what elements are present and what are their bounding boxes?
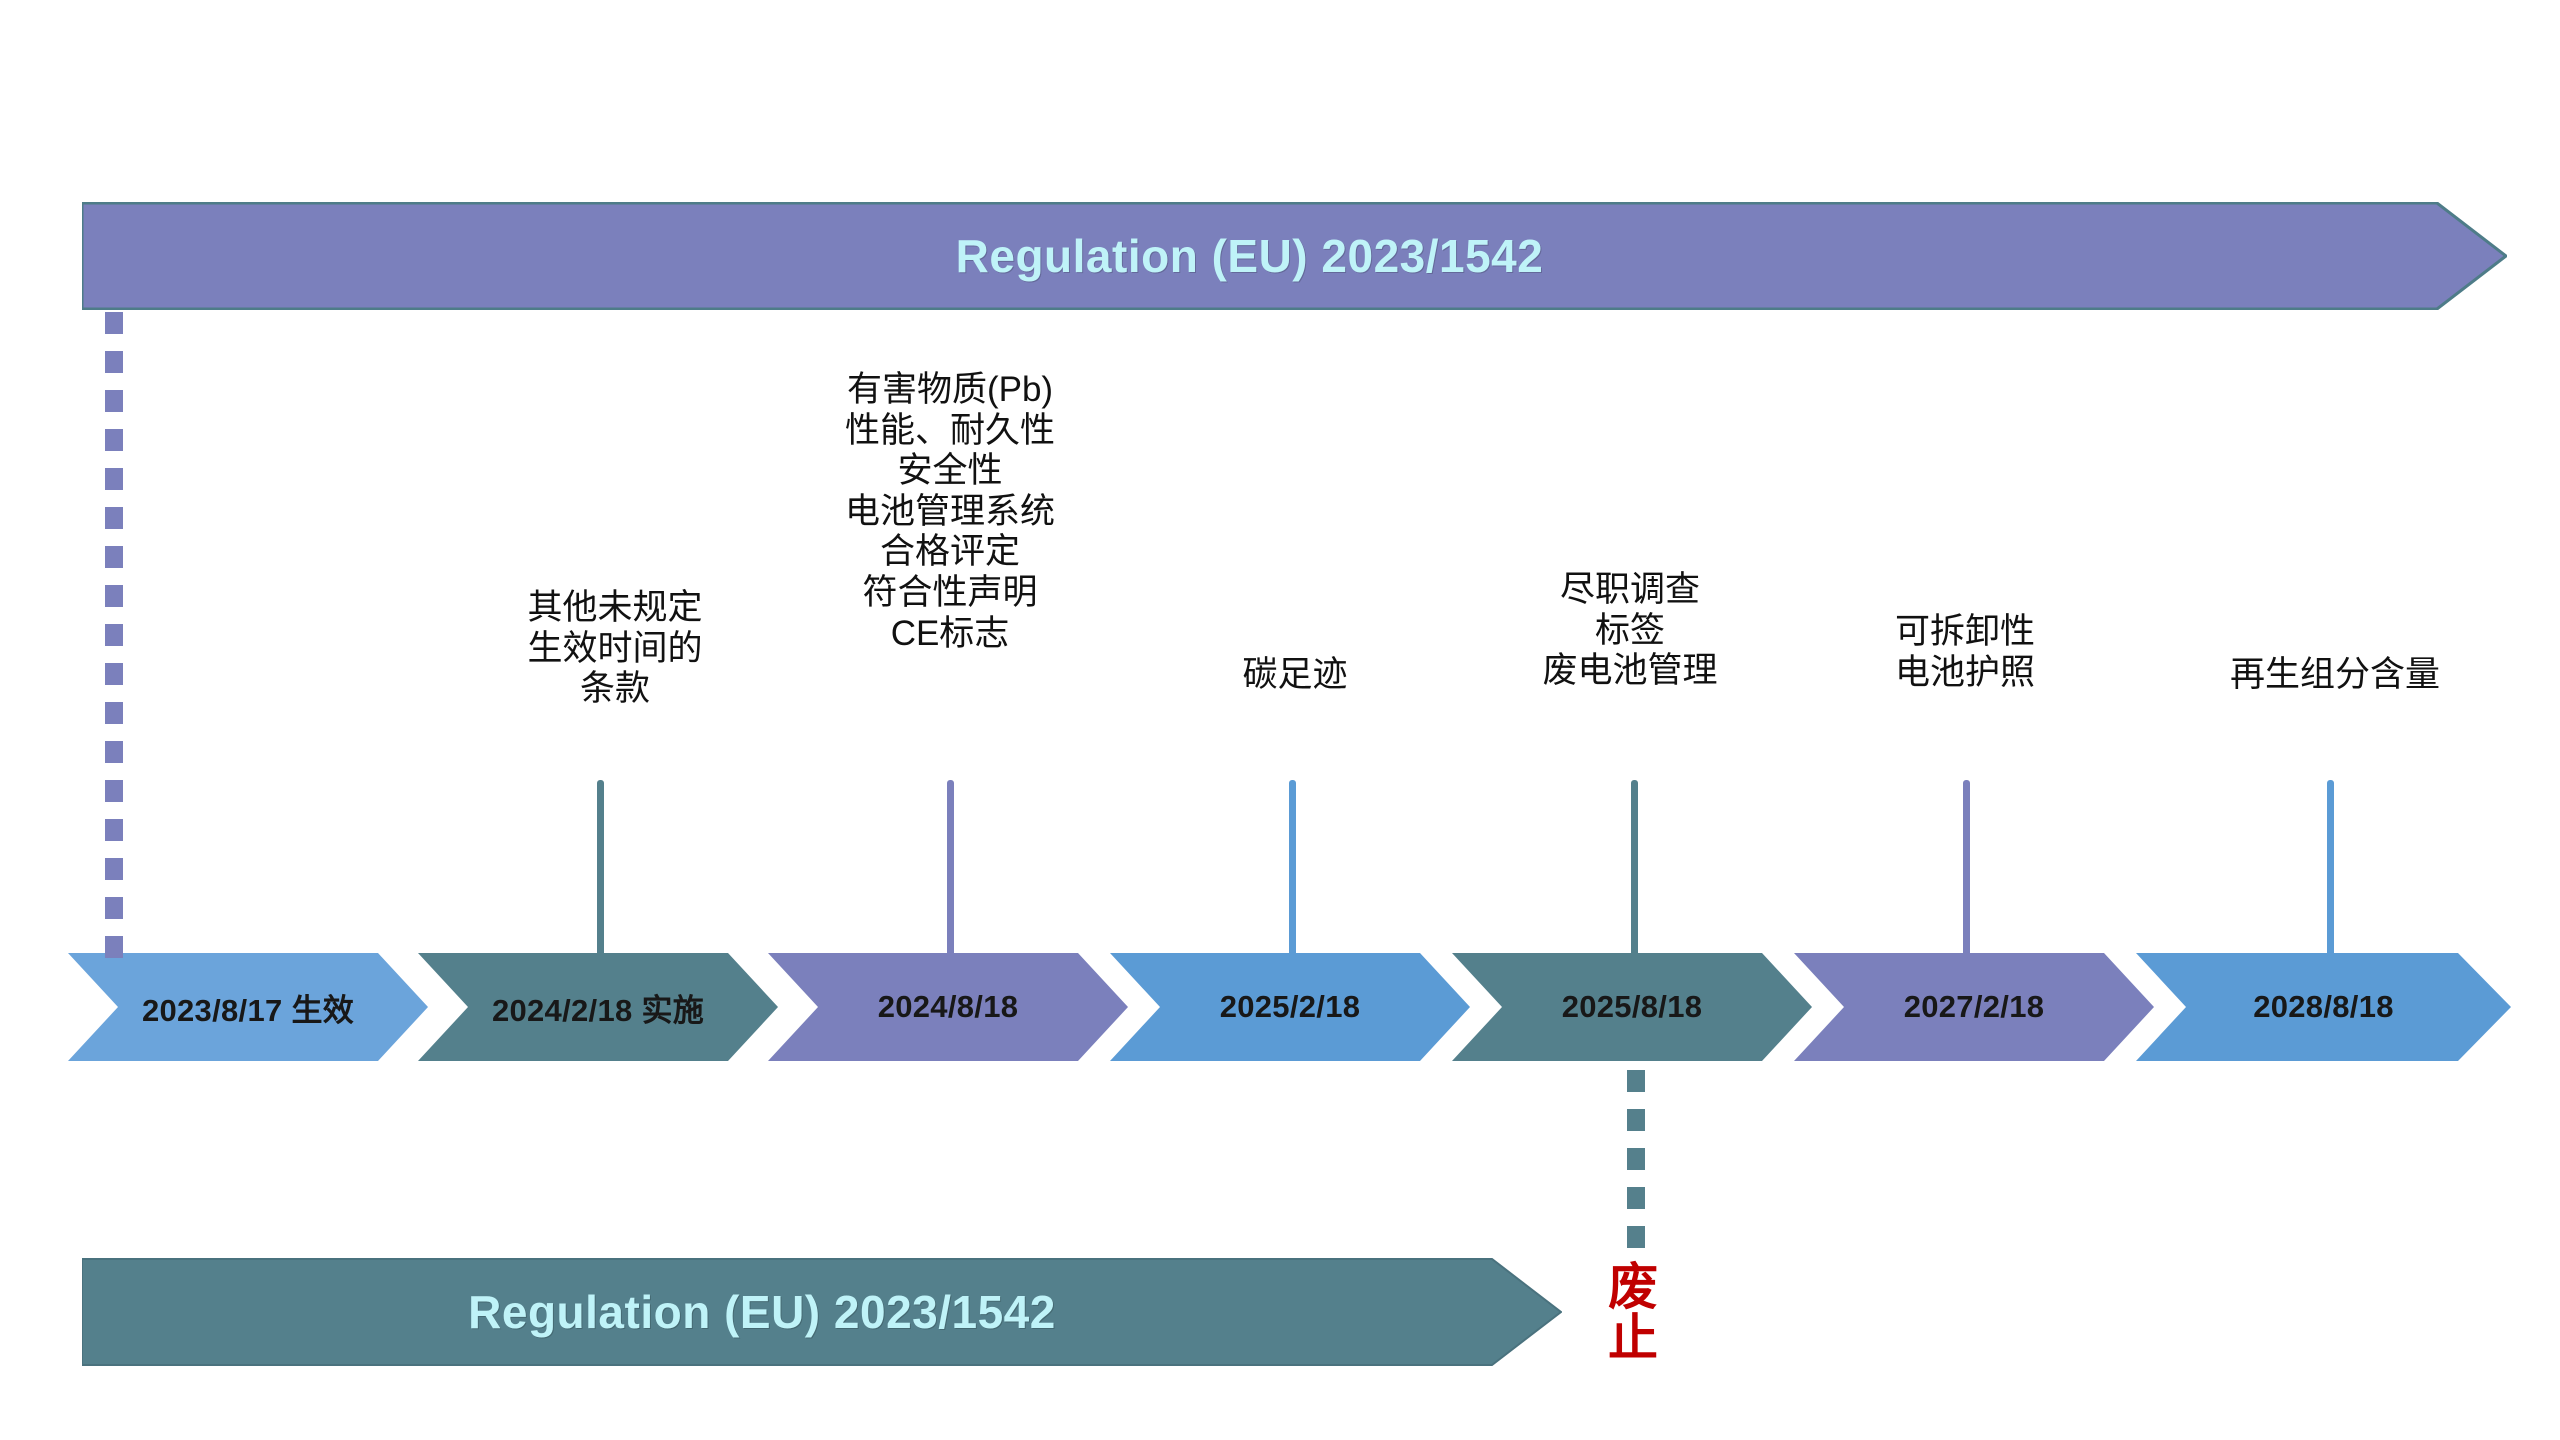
dash-segment (105, 507, 123, 529)
repeal-char-1: 废 (1608, 1259, 1658, 1315)
dash-segment (105, 585, 123, 607)
milestone-chevron-row: 2023/8/17 生效 2024/2/18 实施 2024/8/18 2025… (0, 953, 2560, 1061)
milestone-date-label: 2028/8/18 (2253, 989, 2394, 1024)
event-line: 生效时间的 (527, 628, 703, 668)
dash-segment (1627, 1187, 1645, 1209)
dash-segment (105, 936, 123, 958)
repeal-char-2: 止 (1608, 1310, 1658, 1366)
event-line: 电池护照 (1894, 652, 2035, 692)
event-line: 其他未规定 (527, 588, 703, 627)
event-line: 可拆卸性 (1894, 612, 2035, 651)
milestone-date-label: 2023/8/17 生效 (141, 992, 355, 1028)
event-line: 条款 (579, 669, 650, 709)
dash-segment (105, 741, 123, 763)
milestone-chevron-2023-08-17[interactable]: 2023/8/17 生效 (68, 953, 428, 1061)
milestone-date-label: 2027/2/18 (1903, 989, 2045, 1024)
bottom-banner-arrow-shape (82, 1258, 1562, 1366)
dash-segment (1627, 1070, 1645, 1092)
event-line: 有害物质(Pb) (846, 370, 1054, 409)
bottom-regulation-banner: Regulation (EU) 2023/1542 (82, 1258, 1562, 1366)
event-line: 电池管理系统 (844, 491, 1055, 531)
dash-segment (105, 351, 123, 373)
entry-into-force-dashed-connector (105, 312, 123, 958)
dash-segment (105, 819, 123, 841)
top-regulation-banner: Regulation (EU) 2023/1542 (82, 202, 2507, 310)
event-line: 符合性声明 (862, 572, 1038, 612)
milestone-date-label: 2025/2/18 (1219, 989, 1361, 1024)
event-line: 碳足迹 (1242, 655, 1348, 694)
event-labels-2028-08-18: 再生组分含量 (2205, 655, 2465, 696)
stem-2025-08-18 (1631, 780, 1638, 958)
dash-segment (105, 897, 123, 919)
event-line: 标签 (1594, 610, 1665, 650)
dash-segment (105, 468, 123, 490)
dash-segment (105, 429, 123, 451)
dash-segment (105, 312, 123, 334)
milestone-date-label: 2025/8/18 (1561, 989, 1703, 1024)
chevron-shape (1110, 953, 1470, 1061)
chevron-shape (2136, 953, 2511, 1061)
event-line: 再生组分含量 (2229, 655, 2440, 694)
dash-segment (105, 390, 123, 412)
chevron-shape (1452, 953, 1812, 1061)
event-line: 合格评定 (879, 532, 1020, 572)
dash-segment (1627, 1226, 1645, 1248)
chevron-shape (68, 953, 428, 1061)
milestone-chevron-2024-08-18[interactable]: 2024/8/18 (768, 953, 1128, 1061)
dash-segment (1627, 1148, 1645, 1170)
event-labels-2024-08-18: 有害物质(Pb) 性能、耐久性 安全性 电池管理系统 合格评定 符合性声明 CE… (810, 370, 1090, 654)
dash-segment (1627, 1109, 1645, 1131)
event-labels-2025-08-18: 尽职调查 标签 废电池管理 (1510, 570, 1750, 692)
repeal-annotation: 废 止 (1598, 1262, 1668, 1364)
event-labels-2027-02-18: 可拆卸性 电池护照 (1855, 612, 2075, 693)
milestone-date-label: 2024/8/18 (877, 989, 1019, 1024)
event-line: 安全性 (897, 451, 1003, 491)
chevron-shape (768, 953, 1128, 1061)
repeal-dashed-connector (1627, 1070, 1645, 1260)
milestone-date-label: 2024/2/18 实施 (491, 992, 705, 1028)
event-labels-2025-02-18: 碳足迹 (1180, 655, 1410, 696)
top-banner-label: Regulation (EU) 2023/1542 (955, 230, 1544, 282)
stem-2024-02-18 (597, 780, 604, 958)
dash-segment (105, 702, 123, 724)
event-line: 尽职调查 (1559, 570, 1700, 609)
event-line: 废电池管理 (1542, 651, 1718, 691)
milestone-chevron-2025-02-18[interactable]: 2025/2/18 (1110, 953, 1470, 1061)
chevron-shape (1794, 953, 2154, 1061)
bottom-banner-label: Regulation (EU) 2023/1542 (468, 1286, 1056, 1338)
stem-2027-02-18 (1963, 780, 1970, 958)
stem-2025-02-18 (1289, 780, 1296, 958)
dash-segment (105, 858, 123, 880)
milestone-chevron-2027-02-18[interactable]: 2027/2/18 (1794, 953, 2154, 1061)
milestone-chevron-2028-08-18[interactable]: 2028/8/18 (2136, 953, 2511, 1061)
top-banner-arrow-shape (82, 202, 2507, 310)
milestone-chevron-2024-02-18[interactable]: 2024/2/18 实施 (418, 953, 778, 1061)
dash-segment (105, 663, 123, 685)
chevron-shape (418, 953, 778, 1061)
stem-2028-08-18 (2327, 780, 2334, 958)
stem-2024-08-18 (947, 780, 954, 958)
milestone-chevron-2025-08-18[interactable]: 2025/8/18 (1452, 953, 1812, 1061)
dash-segment (105, 624, 123, 646)
event-labels-2024-02-18: 其他未规定 生效时间的 条款 (500, 588, 730, 710)
dash-segment (105, 780, 123, 802)
event-line: 性能、耐久性 (844, 410, 1055, 450)
dash-segment (105, 546, 123, 568)
event-line: CE标志 (890, 613, 1010, 653)
